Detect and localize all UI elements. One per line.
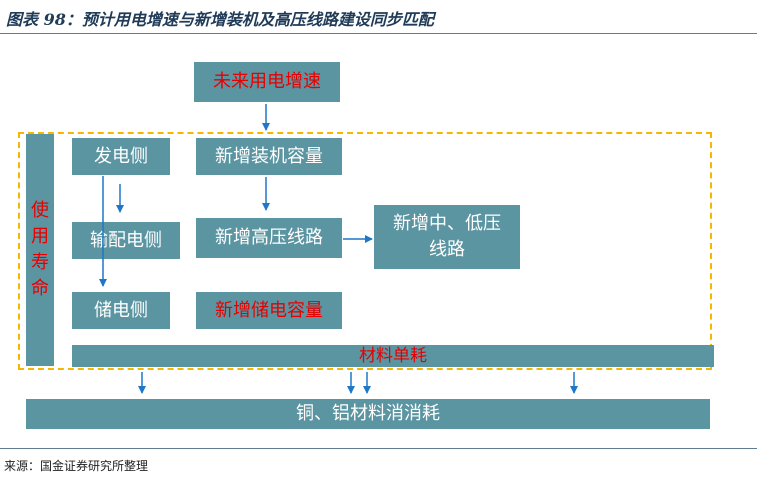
service-life-char-2: 用 bbox=[31, 226, 49, 247]
new-mlv-lines-line-2: 线路 bbox=[429, 239, 465, 260]
storage-side-box: 储电侧 bbox=[72, 292, 170, 329]
title-divider bbox=[0, 33, 757, 34]
service-life-char-3: 寿 bbox=[31, 252, 49, 273]
transmission-side-box: 输配电侧 bbox=[72, 222, 180, 259]
service-life-char-4: 命 bbox=[31, 278, 49, 299]
new-mlv-lines-line-1: 新增中、低压 bbox=[393, 213, 501, 234]
source-note: 来源：国金证券研究所整理 bbox=[4, 459, 149, 473]
new-mlv-lines-box: 新增中、低压 线路 bbox=[374, 205, 520, 269]
service-life-char-1: 使 bbox=[31, 200, 49, 221]
dashed-region bbox=[18, 132, 712, 370]
generation-side-box: 发电侧 bbox=[72, 138, 170, 175]
source-divider bbox=[0, 448, 757, 449]
copper-aluminum-bar: 铜、铝材料消消耗 bbox=[26, 399, 710, 429]
new-hv-lines-box: 新增高压线路 bbox=[196, 218, 342, 258]
new-capacity-box: 新增装机容量 bbox=[196, 138, 342, 175]
figure-title: 图表 98：预计用电增速与新增装机及高压线路建设同步匹配 bbox=[6, 10, 434, 29]
new-storage-box: 新增储电容量 bbox=[196, 292, 342, 329]
material-consumption-bar: 材料单耗 bbox=[72, 345, 714, 367]
future-growth-box: 未来用电增速 bbox=[194, 62, 340, 102]
service-life-box: 使 用 寿 命 bbox=[26, 134, 54, 366]
